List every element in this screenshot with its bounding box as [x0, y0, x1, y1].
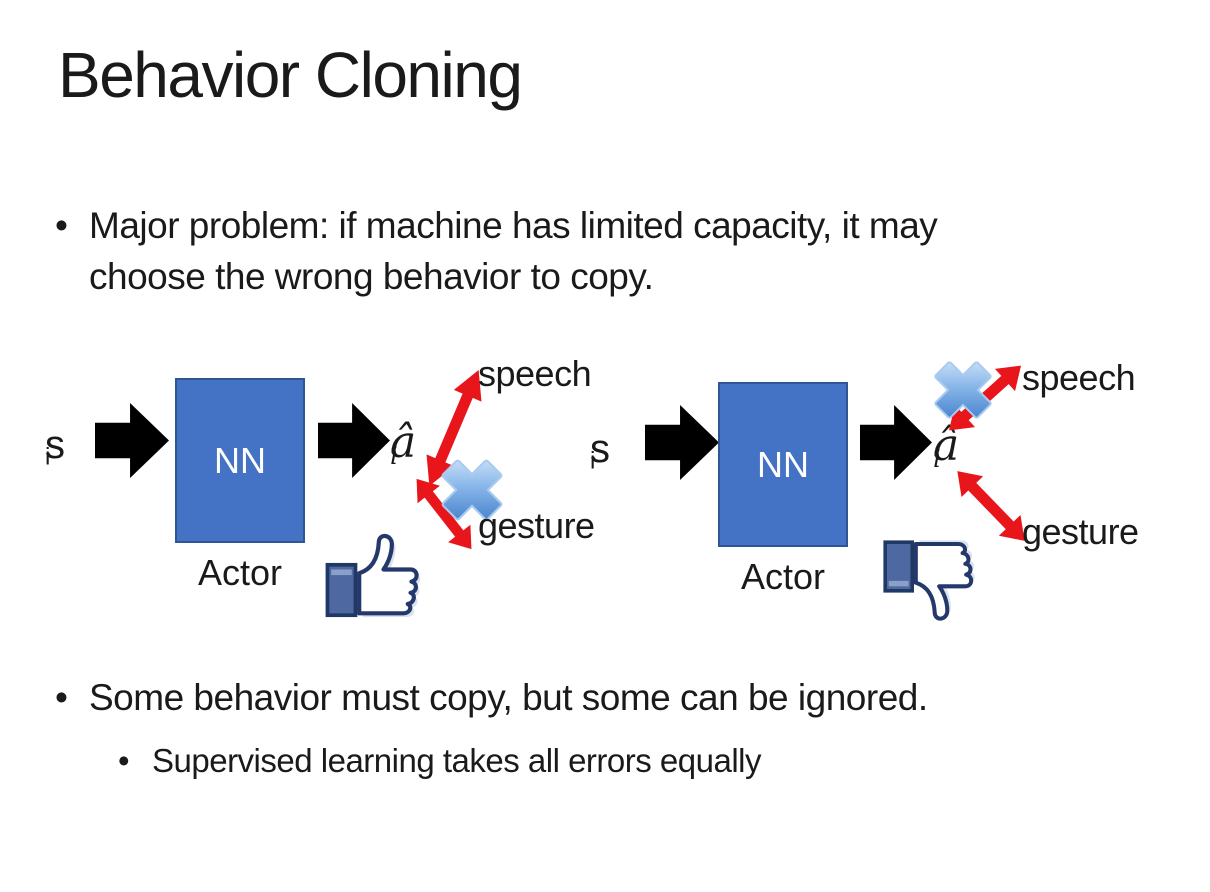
gesture-relation-arrow-icon: [416, 478, 472, 550]
speech-relation-arrow-icon: [426, 370, 482, 486]
block-arrow-icon: [645, 404, 719, 481]
nn-box: NN: [718, 382, 848, 547]
state-subscript: i: [45, 443, 51, 471]
state-base: s: [45, 423, 65, 467]
cross-icon: [441, 459, 503, 521]
bullet-marker: •: [118, 742, 130, 779]
gesture-relation-arrow-icon: [957, 471, 1025, 541]
cross-icon: [934, 361, 992, 419]
speech-label: speech: [478, 353, 592, 394]
action-subscript: i: [933, 444, 941, 473]
bullet-text: Major problem: if machine has limited ca…: [89, 205, 938, 298]
action-base: â: [390, 417, 417, 468]
nn-label: NN: [757, 443, 809, 485]
block-arrow-icon: [860, 404, 932, 481]
action-subscript: i: [390, 441, 398, 470]
speech-label: speech: [1022, 357, 1136, 398]
block-arrow-icon: [95, 402, 169, 479]
block-arrow-icon: [318, 402, 390, 479]
thumbs-up-icon: [325, 533, 421, 618]
thumbs-down-icon: [883, 540, 975, 621]
state-subscript: i: [590, 447, 596, 475]
bullet-text: Supervised learning takes all errors equ…: [152, 742, 762, 779]
state-base: s: [590, 427, 610, 471]
bullet-text: Some behavior must copy, but some can be…: [89, 677, 928, 718]
actor-label: Actor: [197, 552, 283, 593]
gesture-label: gesture: [478, 505, 595, 546]
nn-label: NN: [214, 439, 266, 481]
bullet-marker: •: [55, 205, 68, 246]
nn-box: NN: [175, 378, 305, 543]
bullet-marker: •: [55, 677, 68, 718]
actor-label: Actor: [740, 556, 826, 597]
page-title: Behavior Cloning: [58, 39, 523, 111]
bullet-some-behavior: • Some behavior must copy, but some can …: [55, 672, 1175, 723]
bullet-supervised-learning: • Supervised learning takes all errors e…: [118, 738, 1118, 784]
gesture-label: gesture: [1022, 511, 1139, 552]
bullet-major-problem: • Major problem: if machine has limited …: [55, 200, 1035, 302]
